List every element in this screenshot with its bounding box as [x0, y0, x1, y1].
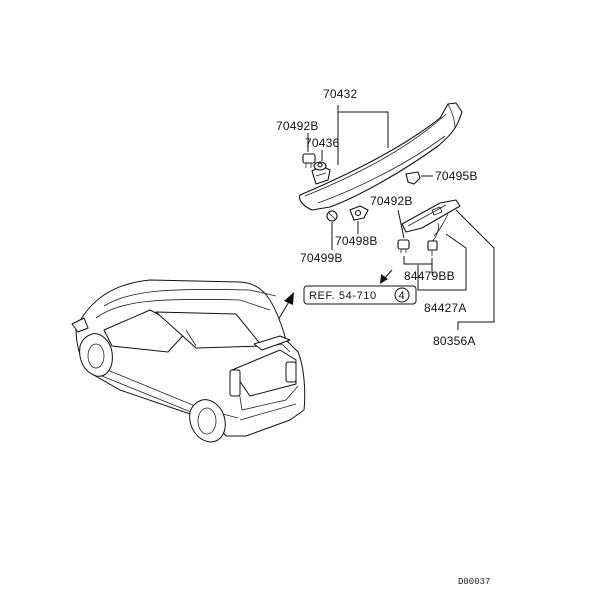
- label-80356A: 80356A: [433, 334, 476, 348]
- ref-arrow: [380, 269, 393, 284]
- reference-label: REF. 54-710: [309, 290, 377, 302]
- label-70499B: 70499B: [300, 251, 343, 265]
- clip-70492B-top: [302, 153, 316, 168]
- diagram-code: D00037: [458, 577, 490, 587]
- reference-box: [303, 285, 417, 305]
- bolt-70499B: [326, 210, 338, 222]
- label-70498B: 70498B: [335, 234, 378, 248]
- label-70436: 70436: [305, 136, 339, 150]
- grommet-70436: [313, 161, 327, 171]
- car-body: [71, 279, 306, 443]
- label-84479BB: 84479BB: [404, 269, 455, 283]
- high-mount-stop-lamp: [401, 199, 461, 245]
- socket-84479BB: [427, 240, 438, 256]
- label-70492B-mid: 70492B: [370, 194, 413, 208]
- label-84427A: 84427A: [424, 301, 467, 315]
- nut-70498B: [349, 205, 369, 221]
- clip-70495B: [405, 171, 421, 185]
- part-labels: 70432 70492B 70436 70495B 70492B 70498B …: [276, 87, 490, 587]
- label-70492B-top: 70492B: [276, 119, 319, 133]
- reference-circled-number: 4: [399, 290, 406, 302]
- rear-spoiler: [299, 102, 463, 211]
- label-70495B: 70495B: [435, 169, 478, 183]
- leader-lines: [307, 105, 495, 330]
- clip-70492B-mid: [397, 239, 410, 253]
- label-70432: 70432: [323, 87, 357, 101]
